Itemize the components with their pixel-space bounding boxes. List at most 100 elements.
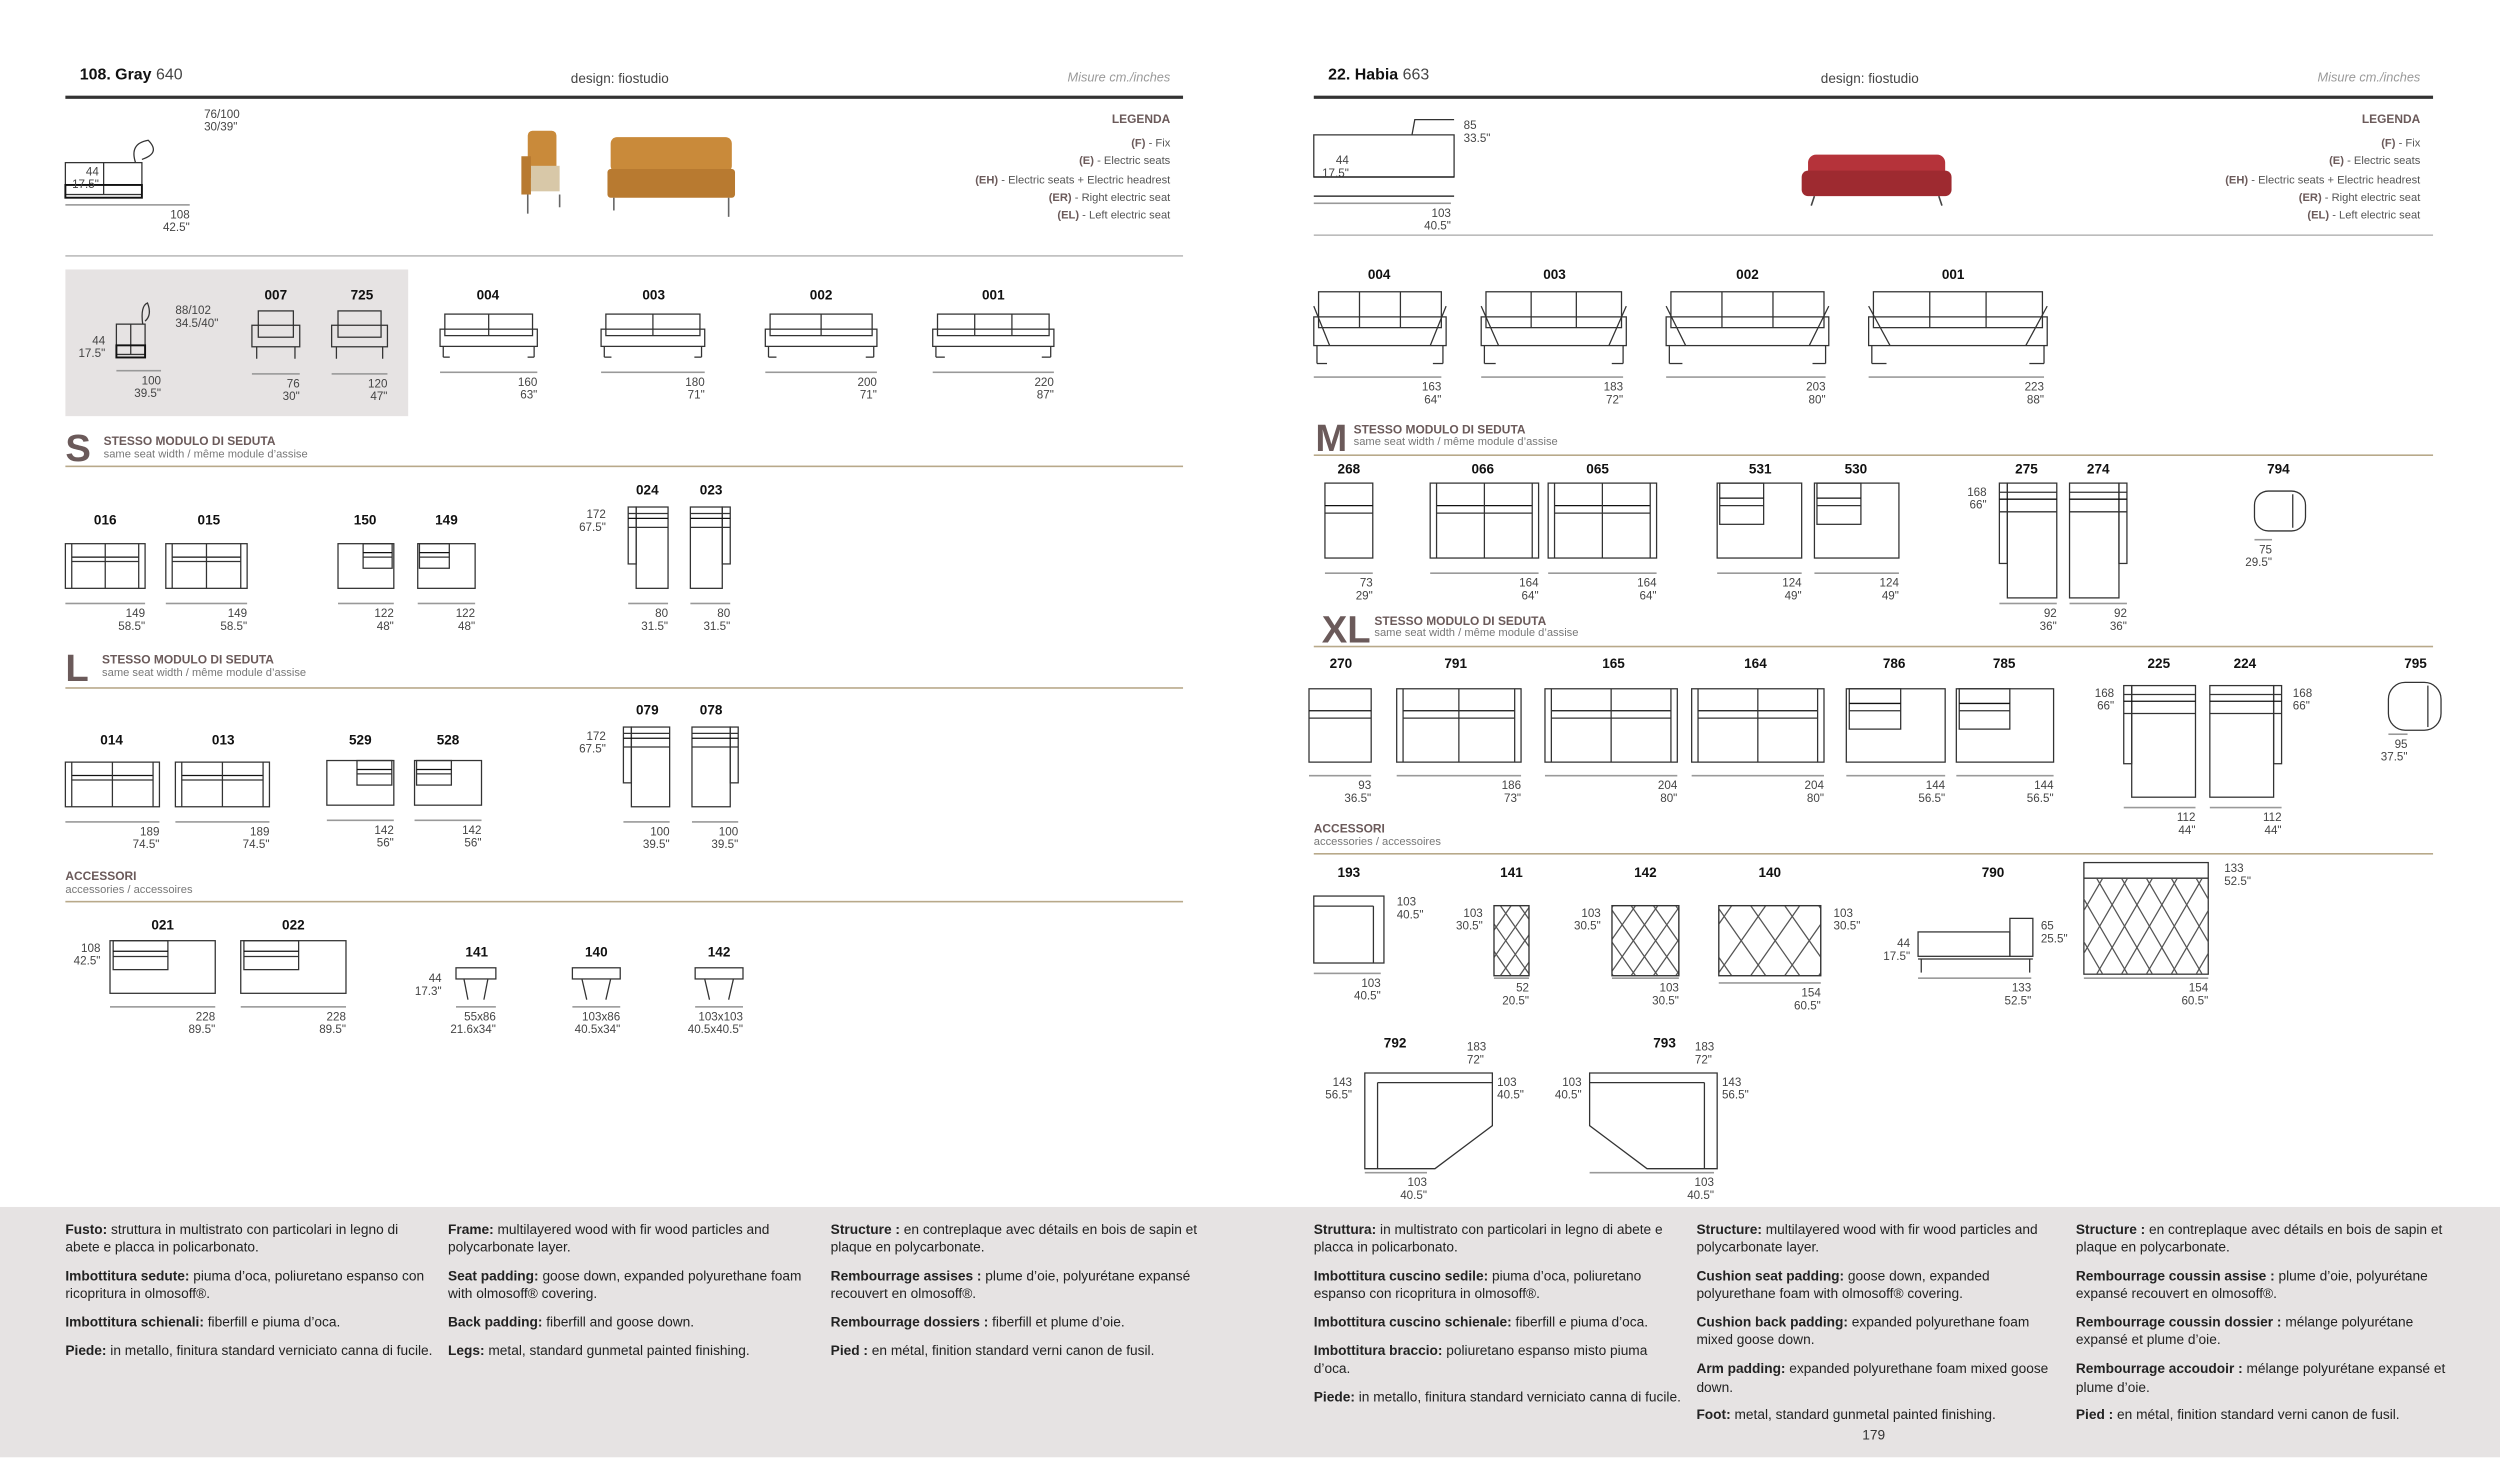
- dimension-value: 44": [2264, 822, 2282, 838]
- product-title: 22. Habia 663: [1328, 67, 1429, 85]
- dimension-value: 80: [717, 605, 731, 621]
- legend-code: (EH): [975, 174, 999, 186]
- module-drawing-529: [326, 759, 395, 806]
- module-drawing-791: [1396, 688, 1522, 763]
- footer-text: expanded polyurethane foam mixed goose d…: [1696, 1314, 2030, 1349]
- module-drawing-270: [1308, 688, 1372, 763]
- dimension-value: 103: [1833, 905, 1853, 920]
- module-code: 140: [1758, 864, 1782, 881]
- dimension-value: 52.5": [2004, 993, 2032, 1008]
- module-code: 001: [1941, 266, 1965, 283]
- dimension-value: 149: [125, 605, 146, 621]
- footer-text: expanded polyurethane foam mixed goose d…: [1696, 1360, 2049, 1395]
- dimension-value: 72": [1466, 1052, 1484, 1067]
- dimension-value: 44: [85, 164, 99, 179]
- dimension-line: [1313, 376, 1442, 378]
- module-drawing-225: [2123, 684, 2197, 798]
- dimension-value: 58.5": [220, 618, 248, 633]
- footer-text: fiberfill e piuma d’oca.: [203, 1314, 341, 1331]
- dimension-value: 189: [250, 824, 270, 839]
- dimension-line: [1666, 376, 1826, 378]
- dimension-value: 40.5": [1687, 1187, 1714, 1203]
- section-rule: [65, 465, 1184, 468]
- dimension-value: 100: [141, 373, 162, 388]
- dimension-line: [2083, 977, 2209, 979]
- section-letter: XL: [1321, 609, 1371, 653]
- module-drawing-164: [1691, 688, 1825, 763]
- footer-term: Seat padding:: [448, 1267, 539, 1284]
- footer-paragraph: Legs: metal, standard gunmetal painted f…: [448, 1342, 818, 1360]
- dimension-value: 49": [1784, 588, 1802, 603]
- dimension-line: [1544, 774, 1678, 777]
- dimension-line: [1611, 977, 1679, 979]
- dimension-value: 144: [2034, 778, 2054, 793]
- legend-item: (F) - Fix: [2225, 136, 2420, 154]
- module-code: 079: [636, 701, 659, 718]
- module-drawing-785: [1955, 688, 2055, 763]
- module-drawing-079: [622, 726, 671, 808]
- dimension-value: 88/102: [175, 302, 211, 318]
- module-drawing-274: [2068, 482, 2128, 599]
- header-rule: [1313, 95, 2434, 99]
- footer-text: piuma d’oca, poliuretano espanso con ric…: [1313, 1267, 1642, 1302]
- module-code: 140: [584, 943, 608, 960]
- dimension-line: [623, 821, 670, 823]
- module-drawing-268: [1324, 482, 1374, 559]
- dimension-value: 55x86: [464, 1009, 496, 1024]
- section-title: STESSO MODULO DI SEDUTA: [102, 652, 274, 667]
- footer-paragraph: Back padding: fiberfill and goose down.: [448, 1314, 818, 1332]
- section-rule: [1313, 454, 2434, 456]
- legend-item: (F) - Fix: [975, 136, 1170, 154]
- dimension-line: [932, 371, 1054, 374]
- module-drawing-007: [251, 310, 301, 359]
- footer-paragraph: Piede: in metallo, finitura standard ver…: [65, 1342, 435, 1360]
- footer-text: en métal, finition standard verni canon …: [2113, 1406, 2400, 1423]
- dimension-value: 73: [1359, 575, 1373, 590]
- dimension-value: 64": [1424, 392, 1442, 407]
- module-code: 023: [699, 481, 723, 498]
- dimension-value: 80": [1808, 392, 1826, 407]
- legend-item: (EH) - Electric seats + Electric headres…: [975, 172, 1170, 190]
- module-drawing-001: [1867, 291, 2048, 365]
- dimension-value: 67.5": [579, 519, 606, 535]
- legend-code: (E): [2329, 156, 2344, 169]
- dimension-value: 103: [1407, 1175, 1427, 1190]
- divider: [1313, 234, 2434, 236]
- dimension-value: 39.5": [642, 837, 670, 852]
- dimension-value: 44: [92, 333, 106, 348]
- footer-term: Structure :: [830, 1221, 900, 1238]
- dimension-value: 88": [2026, 392, 2045, 407]
- footer-term: Pied :: [2075, 1406, 2114, 1423]
- divider: [65, 255, 1184, 257]
- legend-text: - Right electric seat: [2321, 192, 2421, 204]
- footer-term: Back padding:: [448, 1314, 543, 1331]
- dimension-line: [1589, 1171, 1714, 1174]
- dimension-value: 85: [1463, 117, 1477, 133]
- dimension-value: 103x86: [582, 1009, 621, 1024]
- legend: LEGENDA (F) - Fix(E) - Electric seats(EH…: [2225, 110, 2420, 225]
- dimension-line: [65, 204, 190, 206]
- dimension-line: [1846, 774, 1946, 777]
- footer-text: en contreplaque avec détails en bois de …: [2075, 1221, 2443, 1256]
- dimension-value: 154: [2188, 980, 2209, 995]
- dimension-value: 30.5": [1652, 993, 1679, 1008]
- dimension-line: [338, 602, 394, 605]
- dimension-value: 40.5x40.5": [687, 1022, 743, 1037]
- dimension-line: [1956, 774, 2054, 777]
- dimension-value: 36": [2039, 618, 2057, 633]
- dimension-value: 103: [1581, 905, 1601, 920]
